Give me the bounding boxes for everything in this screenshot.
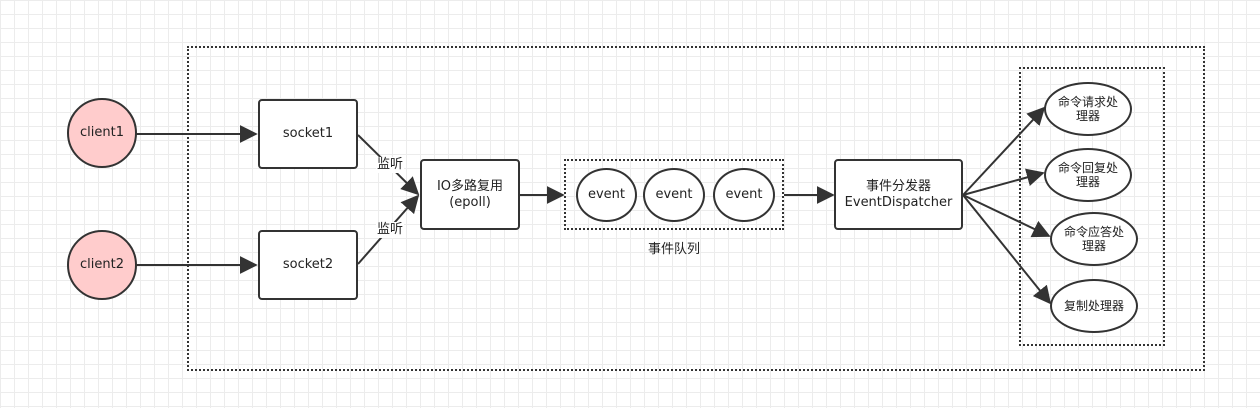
event-queue-container [564, 159, 784, 230]
socket1-label: socket1 [282, 126, 334, 141]
edge-dispatcher-handler-3 [962, 194, 1051, 238]
handler-node-4: 复制处理器 [1050, 279, 1138, 333]
listen-label-1: 监听 [376, 157, 405, 173]
handler-label-2: 命令回复处 理器 [1057, 161, 1118, 189]
client1-label: client1 [80, 125, 124, 140]
client1-node: client1 [67, 98, 137, 168]
socket2-node: socket2 [258, 230, 358, 300]
client2-label: client2 [80, 257, 124, 272]
handler-label-1: 命令请求处 理器 [1057, 95, 1118, 123]
handler-label-4: 复制处理器 [1063, 299, 1124, 313]
socket1-node: socket1 [258, 99, 358, 169]
listen-label-2: 监听 [376, 222, 405, 238]
io-multiplexing-label: IO多路复用 (epoll) [436, 178, 504, 210]
handler-label-3: 命令应答处 理器 [1063, 225, 1124, 253]
socket2-label: socket2 [282, 257, 334, 272]
event-node-2: event [643, 168, 705, 222]
handler-node-3: 命令应答处 理器 [1050, 212, 1138, 266]
event-node-3: event [713, 168, 775, 222]
event-label-3: event [725, 187, 763, 202]
event-label-1: event [587, 187, 626, 202]
edge-dispatcher-handler-1 [962, 106, 1046, 196]
handler-node-1: 命令请求处 理器 [1044, 82, 1132, 136]
event-label-2: event [655, 187, 693, 202]
handlers-container [1019, 67, 1165, 346]
server-boundary [187, 46, 1205, 371]
dispatcher-node: 事件分发器 EventDispatcher [834, 159, 963, 230]
dispatcher-label: 事件分发器 EventDispatcher [844, 178, 953, 210]
event-node-1: event [576, 168, 637, 222]
handler-node-2: 命令回复处 理器 [1044, 148, 1132, 202]
io-multiplexing-node: IO多路复用 (epoll) [420, 159, 520, 230]
client2-node: client2 [67, 230, 137, 300]
edge-dispatcher-handler-2 [962, 168, 1045, 196]
edge-dispatcher-handler-4 [962, 194, 1052, 305]
event-queue-label: 事件队列 [648, 242, 701, 257]
